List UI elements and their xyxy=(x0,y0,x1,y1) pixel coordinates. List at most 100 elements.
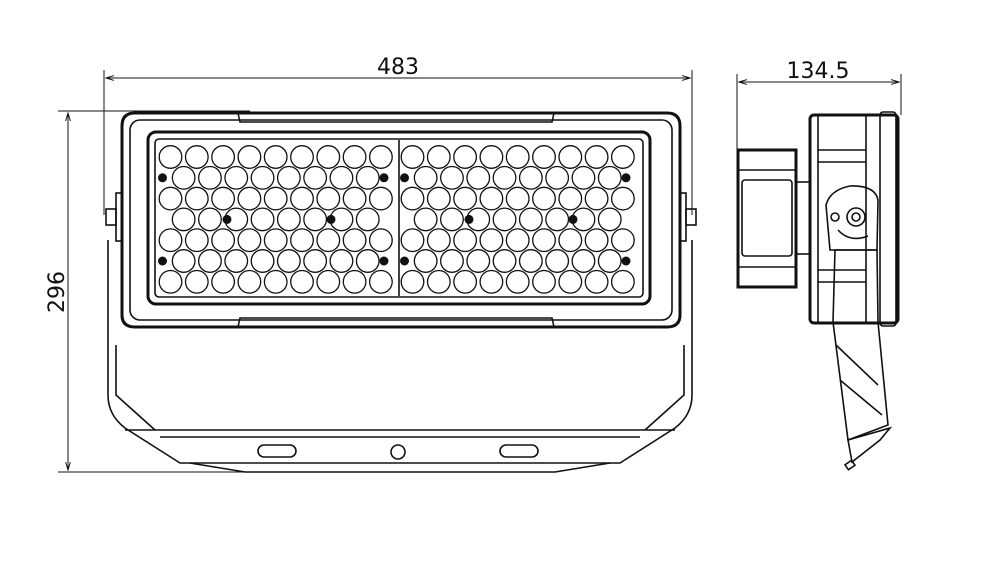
led-lens xyxy=(479,269,504,294)
led-lens xyxy=(184,228,209,253)
led-lens xyxy=(303,207,328,232)
led-lens xyxy=(290,145,314,169)
led-lens xyxy=(532,145,556,169)
led-lens xyxy=(466,165,491,190)
led-lens xyxy=(532,186,556,211)
led-lens xyxy=(400,186,425,211)
led-lens xyxy=(413,165,438,190)
led-lens xyxy=(440,165,464,190)
led-lens xyxy=(197,165,222,190)
mount-slot xyxy=(499,444,539,458)
led-lens xyxy=(237,269,262,294)
led-lens xyxy=(466,249,491,273)
led-lens xyxy=(342,145,367,169)
led-lens xyxy=(368,269,393,294)
led-lens xyxy=(413,207,438,232)
led-lens xyxy=(558,228,583,253)
led-lens xyxy=(250,249,275,273)
led-lens xyxy=(316,228,341,253)
led-lens xyxy=(197,249,222,273)
led-lens xyxy=(368,186,393,211)
led-lens xyxy=(158,269,183,294)
led-lens xyxy=(545,249,570,273)
width-dimension: 483 xyxy=(103,55,693,215)
led-lens xyxy=(211,145,236,169)
led-lens xyxy=(171,165,196,190)
screw-dot xyxy=(568,214,578,224)
width-label: 483 xyxy=(377,55,419,80)
led-lens xyxy=(584,145,609,169)
screw-dot xyxy=(621,256,631,266)
led-lens xyxy=(316,186,341,211)
led-lens xyxy=(558,269,583,294)
front-view xyxy=(105,111,697,473)
led-lens xyxy=(479,228,504,253)
led-lens xyxy=(184,269,209,294)
led-lens xyxy=(263,186,288,211)
led-lens xyxy=(211,228,236,253)
side-view xyxy=(736,111,900,471)
led-lens xyxy=(355,207,380,232)
led-lens xyxy=(303,165,328,190)
mount-slot xyxy=(257,444,297,458)
led-lens xyxy=(400,228,425,253)
led-lens xyxy=(610,186,635,211)
led-lens xyxy=(184,145,209,169)
led-lens xyxy=(158,228,183,253)
led-lens xyxy=(571,165,596,190)
led-lens xyxy=(532,269,556,294)
led-lens xyxy=(250,165,275,190)
screw-dot xyxy=(326,214,336,224)
led-lens xyxy=(237,145,262,169)
led-lens xyxy=(518,249,543,273)
led-lens xyxy=(368,145,393,169)
led-lens xyxy=(290,228,314,253)
led-lens xyxy=(597,207,622,232)
led-lens xyxy=(158,145,183,169)
depth-dimension: 134.5 xyxy=(736,59,902,150)
led-lens xyxy=(610,228,635,253)
depth-label: 134.5 xyxy=(787,59,850,84)
led-lens xyxy=(303,249,328,273)
led-lens xyxy=(505,145,530,169)
height-label: 296 xyxy=(45,271,70,313)
led-lens xyxy=(413,249,438,273)
led-lens xyxy=(518,207,543,232)
led-lens xyxy=(368,228,393,253)
screw-dot xyxy=(400,256,409,266)
screw-dot xyxy=(158,173,167,183)
led-lens xyxy=(224,165,249,190)
led-lens xyxy=(342,269,367,294)
height-dimension: 296 xyxy=(45,110,250,473)
led-lens xyxy=(426,228,451,253)
led-lens xyxy=(171,207,196,232)
led-lens xyxy=(276,165,301,190)
led-lens xyxy=(545,207,570,232)
led-lens xyxy=(400,145,425,169)
led-lens xyxy=(610,269,635,294)
led-lens xyxy=(171,249,196,273)
screw-dot xyxy=(222,214,232,224)
led-lens xyxy=(492,165,517,190)
led-lens xyxy=(492,249,517,273)
led-array xyxy=(158,145,635,294)
screw-dot xyxy=(379,173,389,183)
led-lens xyxy=(329,165,354,190)
led-lens xyxy=(342,186,367,211)
screw-dot xyxy=(158,256,167,266)
led-lens xyxy=(237,228,262,253)
screw-dot xyxy=(379,256,389,266)
led-lens xyxy=(453,145,478,169)
led-lens xyxy=(532,228,556,253)
led-lens xyxy=(426,145,451,169)
mount-hole xyxy=(390,444,406,460)
led-lens xyxy=(440,249,464,273)
led-lens xyxy=(584,228,609,253)
led-lens xyxy=(329,249,354,273)
screw-dot xyxy=(400,173,409,183)
led-lens xyxy=(197,207,222,232)
led-lens xyxy=(518,165,543,190)
led-lens xyxy=(290,269,314,294)
led-lens xyxy=(453,269,478,294)
